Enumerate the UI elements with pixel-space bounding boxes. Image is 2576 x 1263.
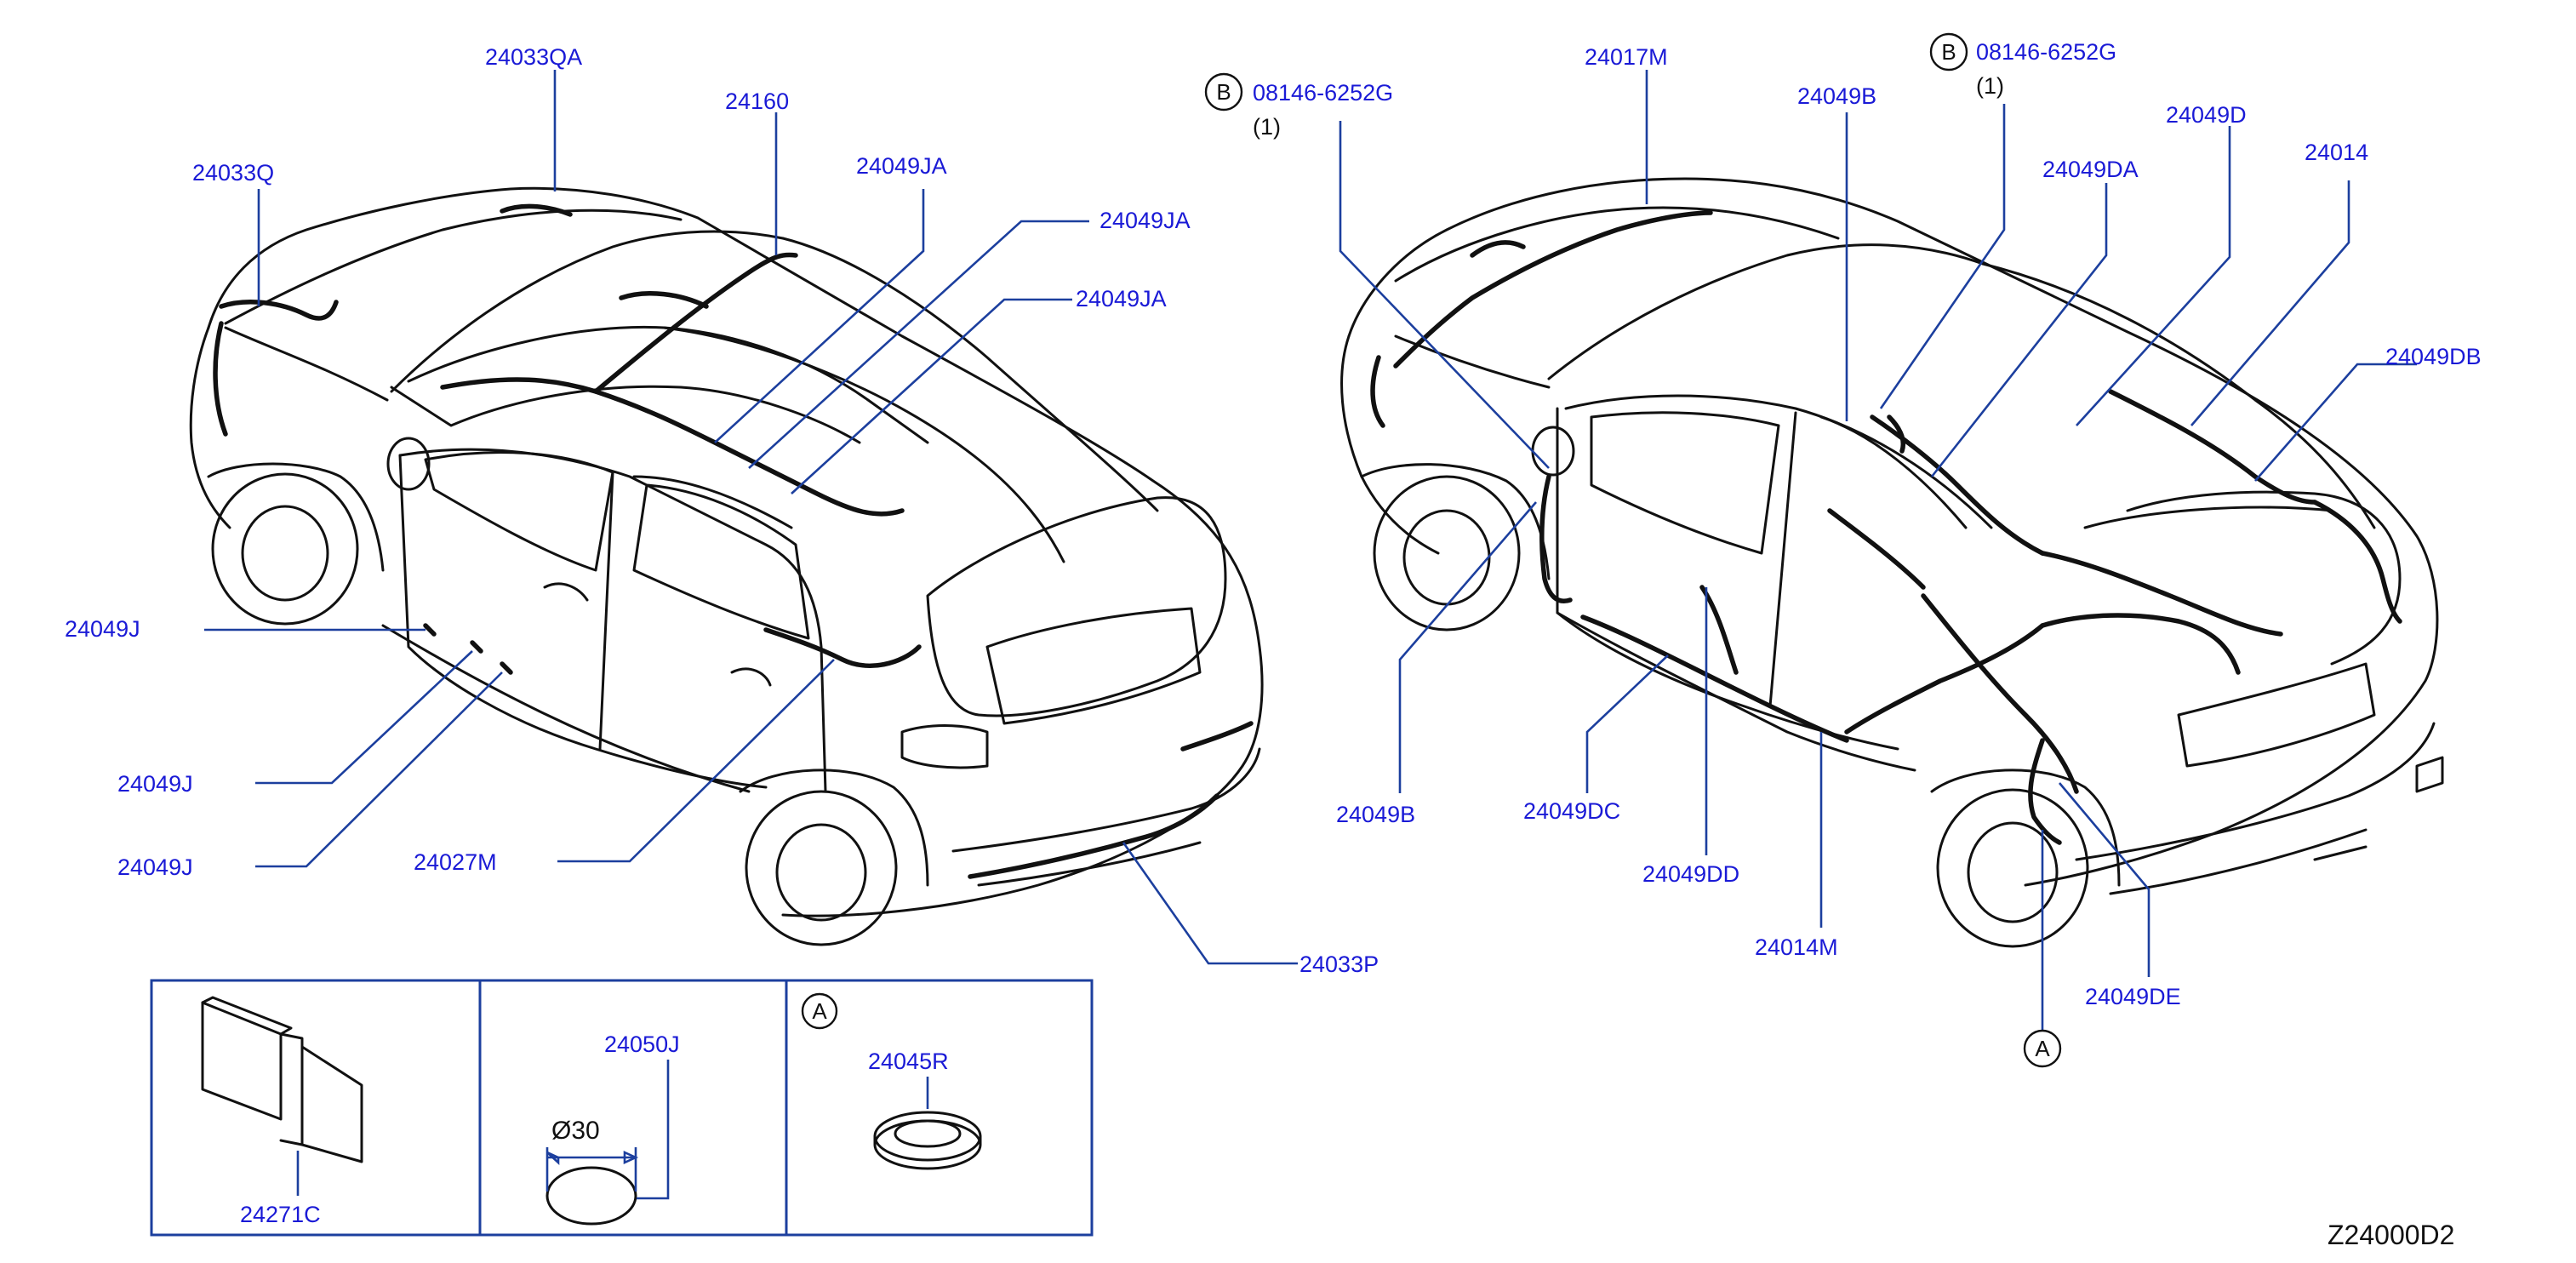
part-label: 24049B <box>1797 83 1876 109</box>
right-leaders <box>1339 70 2417 1030</box>
part-labels: 24033QA 24160 24033Q 24049JA 24049JA 240… <box>65 39 2482 1227</box>
part-label: 24049JA <box>1100 208 1191 233</box>
part-label: 24049D <box>2166 102 2247 128</box>
part-label: 24033Q <box>192 160 274 186</box>
right-vehicle-drawing <box>1340 177 2444 948</box>
part-label: 24014M <box>1755 934 1838 960</box>
svg-text:A: A <box>812 998 827 1024</box>
svg-text:B: B <box>1216 79 1231 105</box>
svg-text:B: B <box>1941 39 1956 65</box>
part-label: 24033QA <box>485 44 582 70</box>
part-label: 24049DA <box>2042 157 2139 182</box>
part-label: 24049DE <box>2085 984 2181 1009</box>
part-label: 24271C <box>240 1202 321 1227</box>
marker-b-right: B <box>1929 32 1968 71</box>
left-vehicle-harnesses <box>213 203 1254 879</box>
part-label: 24050J <box>604 1032 680 1057</box>
inset-panels <box>150 979 1094 1237</box>
part-label: 08146-6252G <box>1976 39 2116 65</box>
marker-a-inset: A <box>801 992 838 1030</box>
part-label: 24027M <box>414 849 497 875</box>
part-label: (1) <box>1253 114 1281 140</box>
part-label: 24049J <box>65 616 140 642</box>
part-label: 24014 <box>2305 140 2368 165</box>
diameter-label: Ø30 <box>551 1117 600 1145</box>
part-label: 24049DC <box>1523 798 1620 824</box>
diagram-code: Z24000D2 <box>2328 1220 2454 1250</box>
marker-a-vehicle: A <box>2023 1029 2062 1068</box>
part-label: 24049J <box>117 771 193 797</box>
part-label: 24045R <box>868 1049 949 1074</box>
part-label: 24049B <box>1336 802 1415 827</box>
part-label: 24160 <box>725 89 789 114</box>
left-vehicle-drawing <box>189 186 1264 946</box>
part-label: 24049JA <box>1076 286 1167 311</box>
part-label: 08146-6252G <box>1253 80 1393 106</box>
part-label: 24049JA <box>856 153 947 179</box>
right-vehicle-harnesses <box>1370 210 2402 845</box>
part-label: 24049DB <box>2385 344 2482 369</box>
left-leaders <box>204 70 1298 965</box>
part-label: 24033P <box>1299 952 1379 977</box>
svg-text:A: A <box>2035 1036 2050 1061</box>
part-label: 24049J <box>117 854 193 880</box>
marker-b-left: B <box>1204 72 1243 111</box>
part-label: 24049DD <box>1642 861 1739 887</box>
part-label: (1) <box>1976 73 2004 99</box>
part-label: 24017M <box>1585 44 1668 70</box>
